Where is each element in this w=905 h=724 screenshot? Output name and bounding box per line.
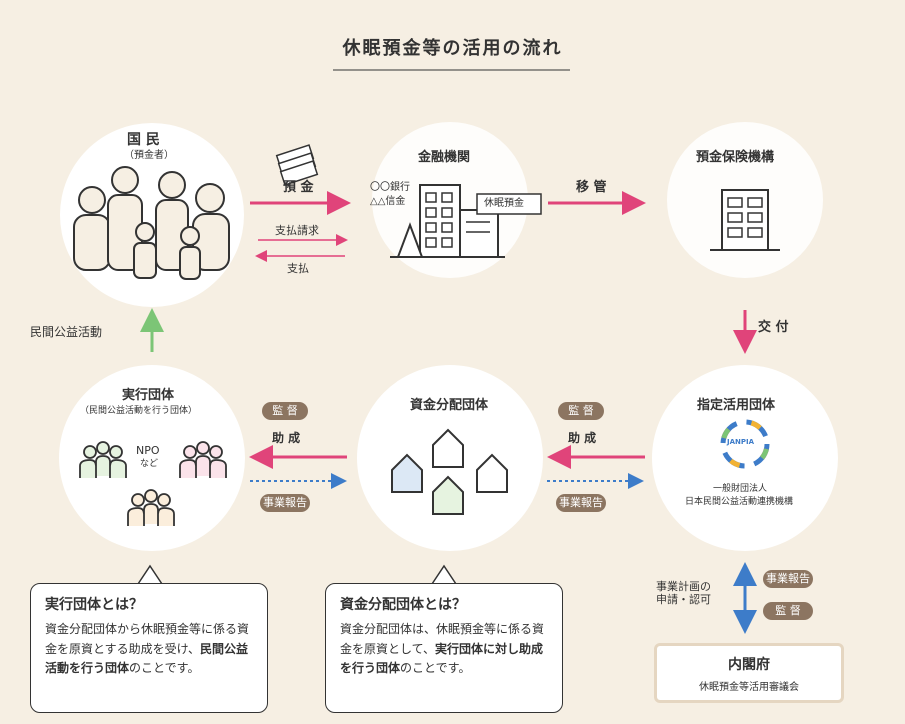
group-people-icon-left bbox=[79, 441, 127, 478]
josei-label-left: 助 成 bbox=[272, 431, 301, 445]
kantoku-pill-right: 監 督 bbox=[558, 402, 604, 420]
money-icon bbox=[275, 144, 319, 186]
janpia-logo-text: JANPIA bbox=[727, 438, 755, 446]
shikin-label: 資金分配団体 bbox=[410, 398, 489, 413]
yokin-hoken-windows bbox=[727, 197, 763, 238]
nado-label: など bbox=[140, 459, 159, 469]
shikin-box-text: 資金分配団体は、休眠預金等に係る資金を原資として、実行団体に対し助成を行う団体の… bbox=[340, 620, 548, 678]
shikin-explain-box: 資金分配団体とは？ 資金分配団体は、休眠預金等に係る資金を原資として、実行団体に… bbox=[325, 583, 563, 713]
report-pill-naikakufu: 事業報告 bbox=[763, 570, 813, 588]
naikakufu-box: 内閣府 休眠預金等活用審議会 bbox=[654, 643, 844, 703]
janpia-logo-icon bbox=[720, 419, 770, 469]
jikko-sub: （民間公益活動を行う団体） bbox=[80, 406, 198, 416]
shikin-box-emph: 実行団体に対し助成を行う団体 bbox=[340, 641, 544, 675]
dormant-deposit-box bbox=[476, 193, 542, 215]
payment-request-label: 支払請求 bbox=[275, 224, 319, 237]
shikin-box-heading: 資金分配団体とは？ bbox=[340, 597, 466, 613]
jikko-box-text: 資金分配団体から休眠預金等に係る資金を原資とする助成を受け、民間公益活動を行う団… bbox=[45, 620, 253, 678]
josei-label-right: 助 成 bbox=[568, 431, 597, 445]
shitei-label: 指定活用団体 bbox=[697, 398, 776, 413]
group-people-icon-right bbox=[179, 441, 227, 478]
deposit-label: 預 金 bbox=[283, 180, 314, 195]
report-pill-right: 事業報告 bbox=[556, 494, 606, 512]
bank-windows bbox=[425, 192, 490, 248]
yokin-hoken-building-icon bbox=[710, 189, 780, 251]
kokumin-sub: （預金者） bbox=[124, 150, 174, 161]
npo-label: NPO bbox=[136, 444, 160, 457]
people-illustration bbox=[73, 166, 230, 280]
group-people-icon-bottom bbox=[127, 489, 175, 526]
jikko-box-pointer bbox=[137, 564, 163, 585]
dormant-deposit-label: 休眠預金 bbox=[484, 198, 524, 209]
jikko-box-text-2: のことです。 bbox=[129, 660, 200, 675]
bank-icon bbox=[390, 184, 505, 258]
kantoku-pill-naikakufu: 監 督 bbox=[763, 602, 813, 620]
kokumin-label: 国 民 bbox=[127, 132, 160, 148]
plan-label: 事業計画の 申請・認可 bbox=[656, 580, 711, 607]
grant-label: 交 付 bbox=[758, 320, 789, 335]
naikakufu-sub: 休眠預金等活用審議会 bbox=[699, 682, 799, 693]
jikko-box-emph: 民間公益活動を行う団体 bbox=[45, 641, 249, 675]
kinyu-label: 金融機関 bbox=[418, 150, 471, 165]
bank-name: 〇〇銀行 bbox=[370, 182, 410, 193]
houses-icon bbox=[391, 428, 508, 515]
payment-label: 支払 bbox=[287, 262, 309, 275]
shinkin-name: △△信金 bbox=[370, 196, 406, 207]
naikakufu-label: 内閣府 bbox=[728, 657, 770, 673]
transfer-label: 移 管 bbox=[576, 180, 607, 195]
jikko-circle bbox=[59, 365, 245, 551]
shikin-box-text-2: のことです。 bbox=[400, 660, 471, 675]
private-activity-label: 民間公益活動 bbox=[30, 325, 103, 339]
shikin-box-pointer bbox=[431, 564, 457, 585]
page-title: 休眠預金等の活用の流れ bbox=[342, 38, 563, 59]
report-pill-left: 事業報告 bbox=[260, 494, 310, 512]
kantoku-pill-left: 監 督 bbox=[262, 402, 308, 420]
jikko-box-text-1: 資金分配団体から休眠預金等に係る資金を原資とする助成を受け、 bbox=[45, 622, 250, 656]
yokin-hoken-label: 預金保険機構 bbox=[696, 150, 775, 165]
shikin-box-text-1: 資金分配団体は、休眠預金等に係る資金を原資として、 bbox=[340, 622, 545, 656]
shitei-circle bbox=[652, 365, 838, 551]
jikko-explain-box: 実行団体とは？ 資金分配団体から休眠預金等に係る資金を原資とする助成を受け、民間… bbox=[30, 583, 268, 713]
jikko-box-heading: 実行団体とは？ bbox=[45, 597, 143, 613]
jikko-label: 実行団体 bbox=[122, 388, 175, 403]
shitei-org-type: 一般財団法人 bbox=[713, 484, 768, 494]
shitei-org-name: 日本民間公益活動連携機構 bbox=[685, 497, 794, 507]
